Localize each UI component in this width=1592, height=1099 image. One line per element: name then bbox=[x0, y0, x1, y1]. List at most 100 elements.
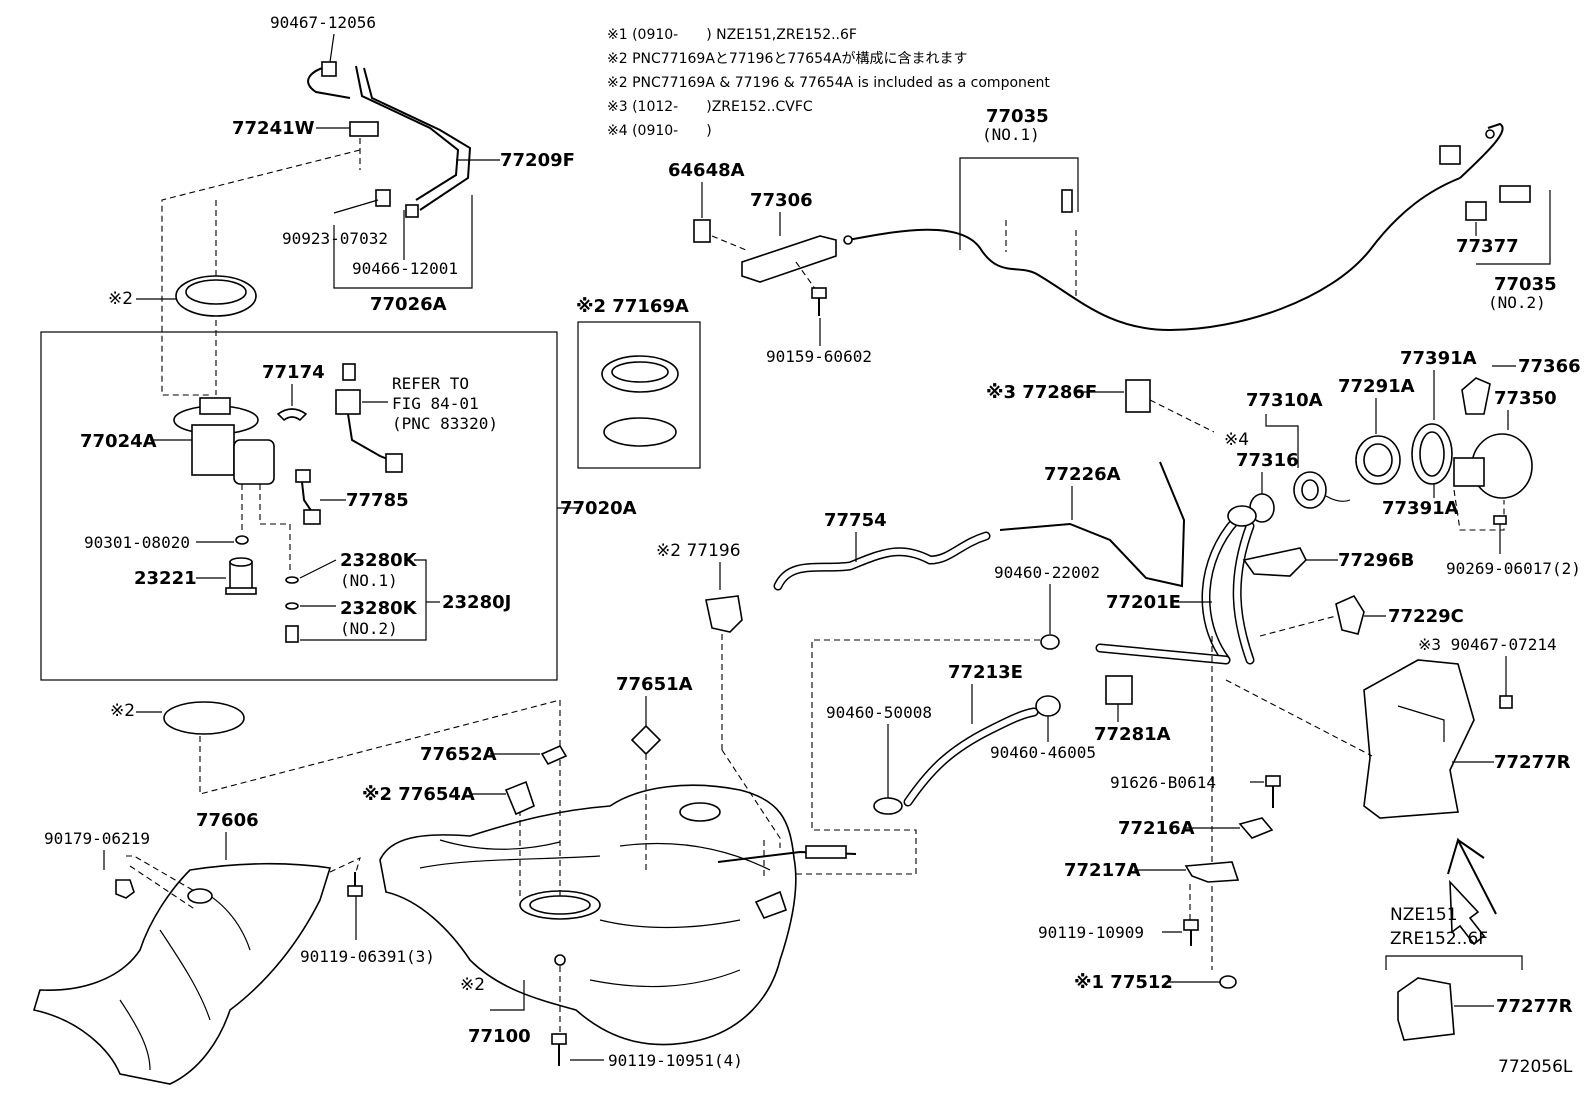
fuel-tank-77100 bbox=[379, 784, 857, 1046]
label-90119-10909: 90119-10909 bbox=[1038, 923, 1144, 942]
label-90119-10951: 90119-10951(4) bbox=[608, 1051, 743, 1070]
label-90923-07032: 90923-07032 bbox=[282, 229, 388, 248]
label-77281A: 77281A bbox=[1094, 724, 1171, 745]
label-64648A: 64648A bbox=[668, 160, 745, 181]
label-77216A: 77216A bbox=[1118, 818, 1195, 839]
model-nze151: NZE151 bbox=[1390, 905, 1458, 925]
protector-77277R-variant bbox=[1397, 977, 1455, 1041]
label-plate-77651A bbox=[630, 724, 662, 756]
label-23221: 23221 bbox=[134, 568, 197, 589]
label-77350: 77350 bbox=[1494, 388, 1557, 409]
label-90460-50008: 90460-50008 bbox=[826, 703, 932, 722]
clip-77174 bbox=[276, 408, 308, 422]
label-77391A-top: 77391A bbox=[1400, 348, 1477, 369]
label-77169A: ※2 77169A bbox=[576, 296, 689, 317]
label-77020A: 77020A bbox=[560, 498, 637, 519]
filler-pipe-77201E bbox=[1095, 505, 1257, 665]
refer-line-2: FIG 84-01 bbox=[392, 394, 479, 413]
fuel-lid-cable-77035 bbox=[843, 122, 1531, 332]
bracket-77217A bbox=[1184, 861, 1240, 883]
label-90269-06017: 90269-06017(2) bbox=[1446, 559, 1581, 578]
label-77651A: 77651A bbox=[616, 674, 693, 695]
bracket-77216A bbox=[1238, 817, 1274, 839]
label-77026A: 77026A bbox=[370, 294, 447, 315]
bolt-91626-B0614 bbox=[1265, 775, 1281, 808]
label-77377: 77377 bbox=[1456, 236, 1519, 257]
clip-90467-12056 bbox=[321, 61, 337, 77]
label-77035-no2-sub: (NO.2) bbox=[1488, 293, 1546, 312]
refer-line-3: (PNC 83320) bbox=[392, 414, 498, 433]
mark-4: ※4 bbox=[1224, 430, 1249, 450]
label-77306: 77306 bbox=[750, 190, 813, 211]
label-90301-08020: 90301-08020 bbox=[84, 533, 190, 552]
label-77512: ※1 77512 bbox=[1074, 972, 1173, 993]
label-77100: 77100 bbox=[468, 1026, 531, 1047]
note-2: ※2 PNC77169Aと77196と77654Aが構成に含まれます bbox=[607, 51, 968, 67]
label-77391A-bottom: 77391A bbox=[1382, 498, 1459, 519]
label-77241W: 77241W bbox=[232, 118, 315, 139]
mark-2-ring: ※2 bbox=[108, 289, 133, 309]
label-23280K-2: 23280K bbox=[340, 598, 418, 619]
screw-90269-06017 bbox=[1493, 515, 1507, 525]
bolt-90119-10951 bbox=[551, 1033, 567, 1066]
fuel-pump-module bbox=[173, 397, 275, 485]
label-77201E: 77201E bbox=[1106, 592, 1181, 613]
bolt-90119-10909 bbox=[1183, 919, 1199, 946]
label-23280K-1: 23280K bbox=[340, 550, 418, 571]
label-77213E: 77213E bbox=[948, 662, 1023, 683]
bolt-90119-06391 bbox=[347, 872, 363, 897]
bracket-77241W bbox=[349, 121, 379, 137]
label-90119-06391: 90119-06391(3) bbox=[300, 947, 435, 966]
label-77196: ※2 77196 bbox=[656, 541, 741, 561]
fuel-pump-assembly-frame bbox=[40, 331, 558, 681]
connector-23280J bbox=[285, 625, 299, 643]
note-5: ※4 (0910- ) bbox=[607, 123, 712, 139]
gasket-77169A bbox=[603, 417, 677, 447]
valve-77654A bbox=[504, 780, 535, 816]
label-90460-46005: 90460-46005 bbox=[990, 743, 1096, 762]
label-90467-07214: ※3 90467-07214 bbox=[1418, 635, 1557, 654]
label-91626-B0614: 91626-B0614 bbox=[1110, 773, 1216, 792]
label-23280J: 23280J bbox=[442, 592, 511, 613]
label-77654A: ※2 77654A bbox=[362, 784, 475, 805]
label-77606: 77606 bbox=[196, 810, 259, 831]
o-ring-23280K-1 bbox=[285, 576, 299, 584]
bracket-77286F bbox=[1125, 379, 1151, 413]
nut-90179-06219 bbox=[115, 879, 135, 899]
label-77277R-bottom: 77277R bbox=[1496, 996, 1573, 1017]
mark-2-tank: ※2 bbox=[460, 975, 485, 995]
pump-wire-77785 bbox=[295, 469, 321, 525]
label-77226A: 77226A bbox=[1044, 464, 1121, 485]
label-77754: 77754 bbox=[824, 510, 887, 531]
label-77024A: 77024A bbox=[80, 431, 157, 452]
label-77286F: ※3 77286F bbox=[986, 382, 1097, 403]
hose-77213E bbox=[903, 707, 1039, 807]
sender-gauge-wire bbox=[335, 363, 403, 473]
protector-77606 bbox=[32, 862, 332, 1085]
clip-90467-07214 bbox=[1499, 695, 1513, 709]
spring-77366 bbox=[1461, 377, 1491, 415]
note-1: ※1 (0910- ) NZE151,ZRE152..6F bbox=[607, 27, 857, 43]
bracket-77296B bbox=[1242, 547, 1307, 577]
label-77217A: 77217A bbox=[1064, 860, 1141, 881]
retainer-ring bbox=[175, 275, 257, 317]
label-77785: 77785 bbox=[346, 490, 409, 511]
fuel-cap-77310A bbox=[1293, 471, 1351, 509]
label-77291A: 77291A bbox=[1338, 376, 1415, 397]
bracket-77306 bbox=[741, 235, 837, 283]
gasket-tank bbox=[163, 701, 245, 735]
label-90467-12056: 90467-12056 bbox=[270, 13, 376, 32]
fuel-line-assembly bbox=[161, 33, 500, 396]
label-77310A: 77310A bbox=[1246, 390, 1323, 411]
note-3: ※2 PNC77169A & 77196 & 77654A is include… bbox=[607, 75, 1050, 91]
note-4: ※3 (1012- )ZRE152..CVFC bbox=[607, 99, 813, 115]
breather-pipe-77226A bbox=[999, 461, 1186, 588]
refer-line-1: REFER TO bbox=[392, 374, 469, 393]
label-90159-60602: 90159-60602 bbox=[766, 347, 872, 366]
kit-77169A-frame bbox=[577, 321, 701, 469]
grommet-77512 bbox=[1219, 975, 1237, 989]
connector-90923 bbox=[375, 189, 391, 207]
fuel-lid-77350 bbox=[1453, 433, 1533, 499]
label-90466-12001: 90466-12001 bbox=[352, 259, 458, 278]
